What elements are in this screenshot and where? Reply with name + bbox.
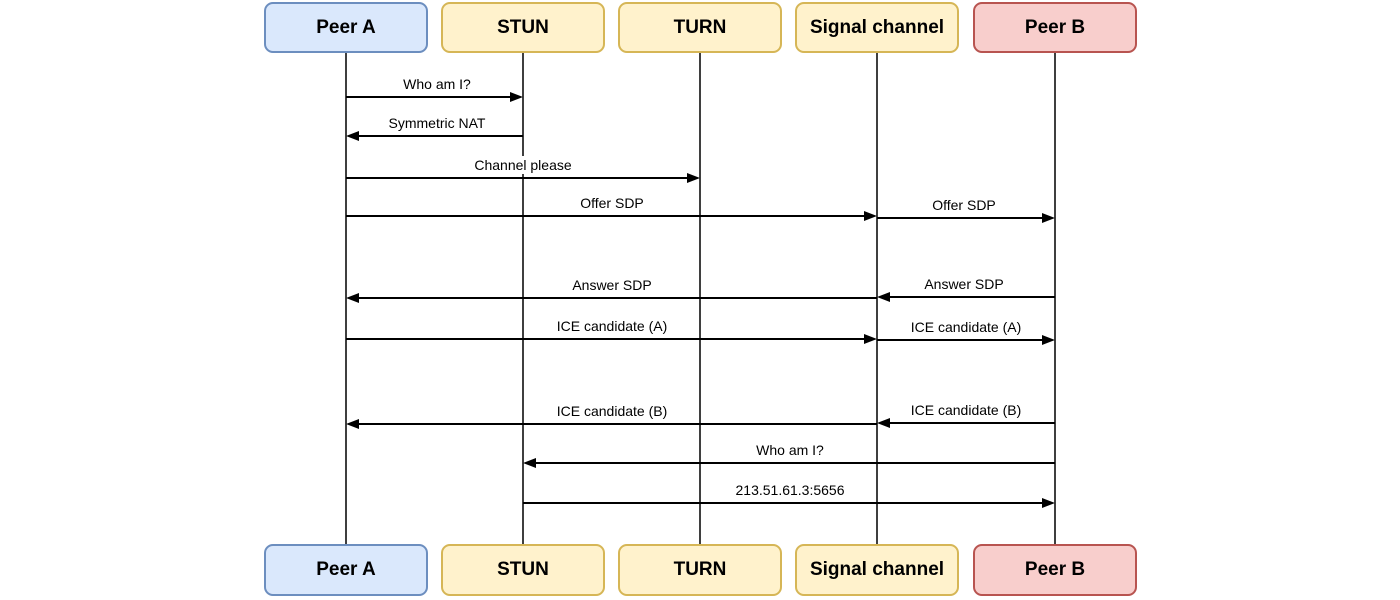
message-label: Answer SDP <box>921 275 1007 293</box>
arrow-line <box>877 217 1044 219</box>
actor-box-signal-channel-bottom: Signal channel <box>795 544 959 596</box>
actor-box-peer-a-bottom: Peer A <box>264 544 428 596</box>
arrowhead <box>877 418 890 428</box>
arrow-line <box>357 297 877 299</box>
arrow-line <box>357 135 523 137</box>
actor-label: Signal channel <box>809 16 945 38</box>
arrowhead <box>346 419 359 429</box>
arrowhead <box>864 334 877 344</box>
actor-label: Peer B <box>1024 559 1086 580</box>
arrow-line <box>888 296 1055 298</box>
arrow-line <box>346 338 866 340</box>
message-label: Channel please <box>471 156 575 174</box>
message-label: Offer SDP <box>929 196 999 214</box>
arrowhead <box>1042 498 1055 508</box>
arrow-line <box>523 502 1044 504</box>
arrowhead <box>877 292 890 302</box>
arrow-line <box>357 423 877 425</box>
message-label: ICE candidate (A) <box>907 318 1025 336</box>
arrowhead <box>510 92 523 102</box>
arrowhead <box>523 458 536 468</box>
actor-box-peer-a-top: Peer A <box>264 2 428 53</box>
actor-box-stun-bottom: STUN <box>441 544 605 596</box>
arrow-line <box>888 422 1055 424</box>
actor-label: Peer A <box>316 16 376 38</box>
message-label: Offer SDP <box>577 194 647 212</box>
arrowhead <box>687 173 700 183</box>
actor-box-signal-channel-top: Signal channel <box>795 2 959 53</box>
arrowhead <box>864 211 877 221</box>
message-label: Answer SDP <box>569 276 655 294</box>
arrow-line <box>877 339 1044 341</box>
arrowhead <box>346 293 359 303</box>
message-label: ICE candidate (A) <box>553 317 671 335</box>
arrow-line <box>346 96 512 98</box>
message-label: Who am I? <box>753 441 827 459</box>
message-label: ICE candidate (B) <box>907 401 1025 419</box>
actor-label: TURN <box>673 16 727 38</box>
actor-label: Signal channel <box>809 559 945 580</box>
arrow-line <box>534 462 1055 464</box>
actor-label: Peer A <box>316 559 376 580</box>
arrowhead <box>1042 335 1055 345</box>
actor-box-stun-top: STUN <box>441 2 605 53</box>
actor-box-peer-b-top: Peer B <box>973 2 1137 53</box>
actor-label: STUN <box>497 16 549 38</box>
actor-label: Peer B <box>1024 16 1086 38</box>
actor-box-peer-b-bottom: Peer B <box>973 544 1137 596</box>
actor-box-turn-top: TURN <box>618 2 782 53</box>
actor-box-turn-bottom: TURN <box>618 544 782 596</box>
message-label: ICE candidate (B) <box>553 402 671 420</box>
actor-label: STUN <box>497 559 549 580</box>
message-label: Symmetric NAT <box>385 114 489 132</box>
arrow-line <box>346 177 689 179</box>
message-label: Who am I? <box>400 75 474 93</box>
arrowhead <box>1042 213 1055 223</box>
arrowhead <box>346 131 359 141</box>
arrow-line <box>346 215 866 217</box>
lifeline-peer-b <box>1054 53 1056 544</box>
message-label: 213.51.61.3:5656 <box>732 481 848 499</box>
actor-label: TURN <box>673 559 727 580</box>
